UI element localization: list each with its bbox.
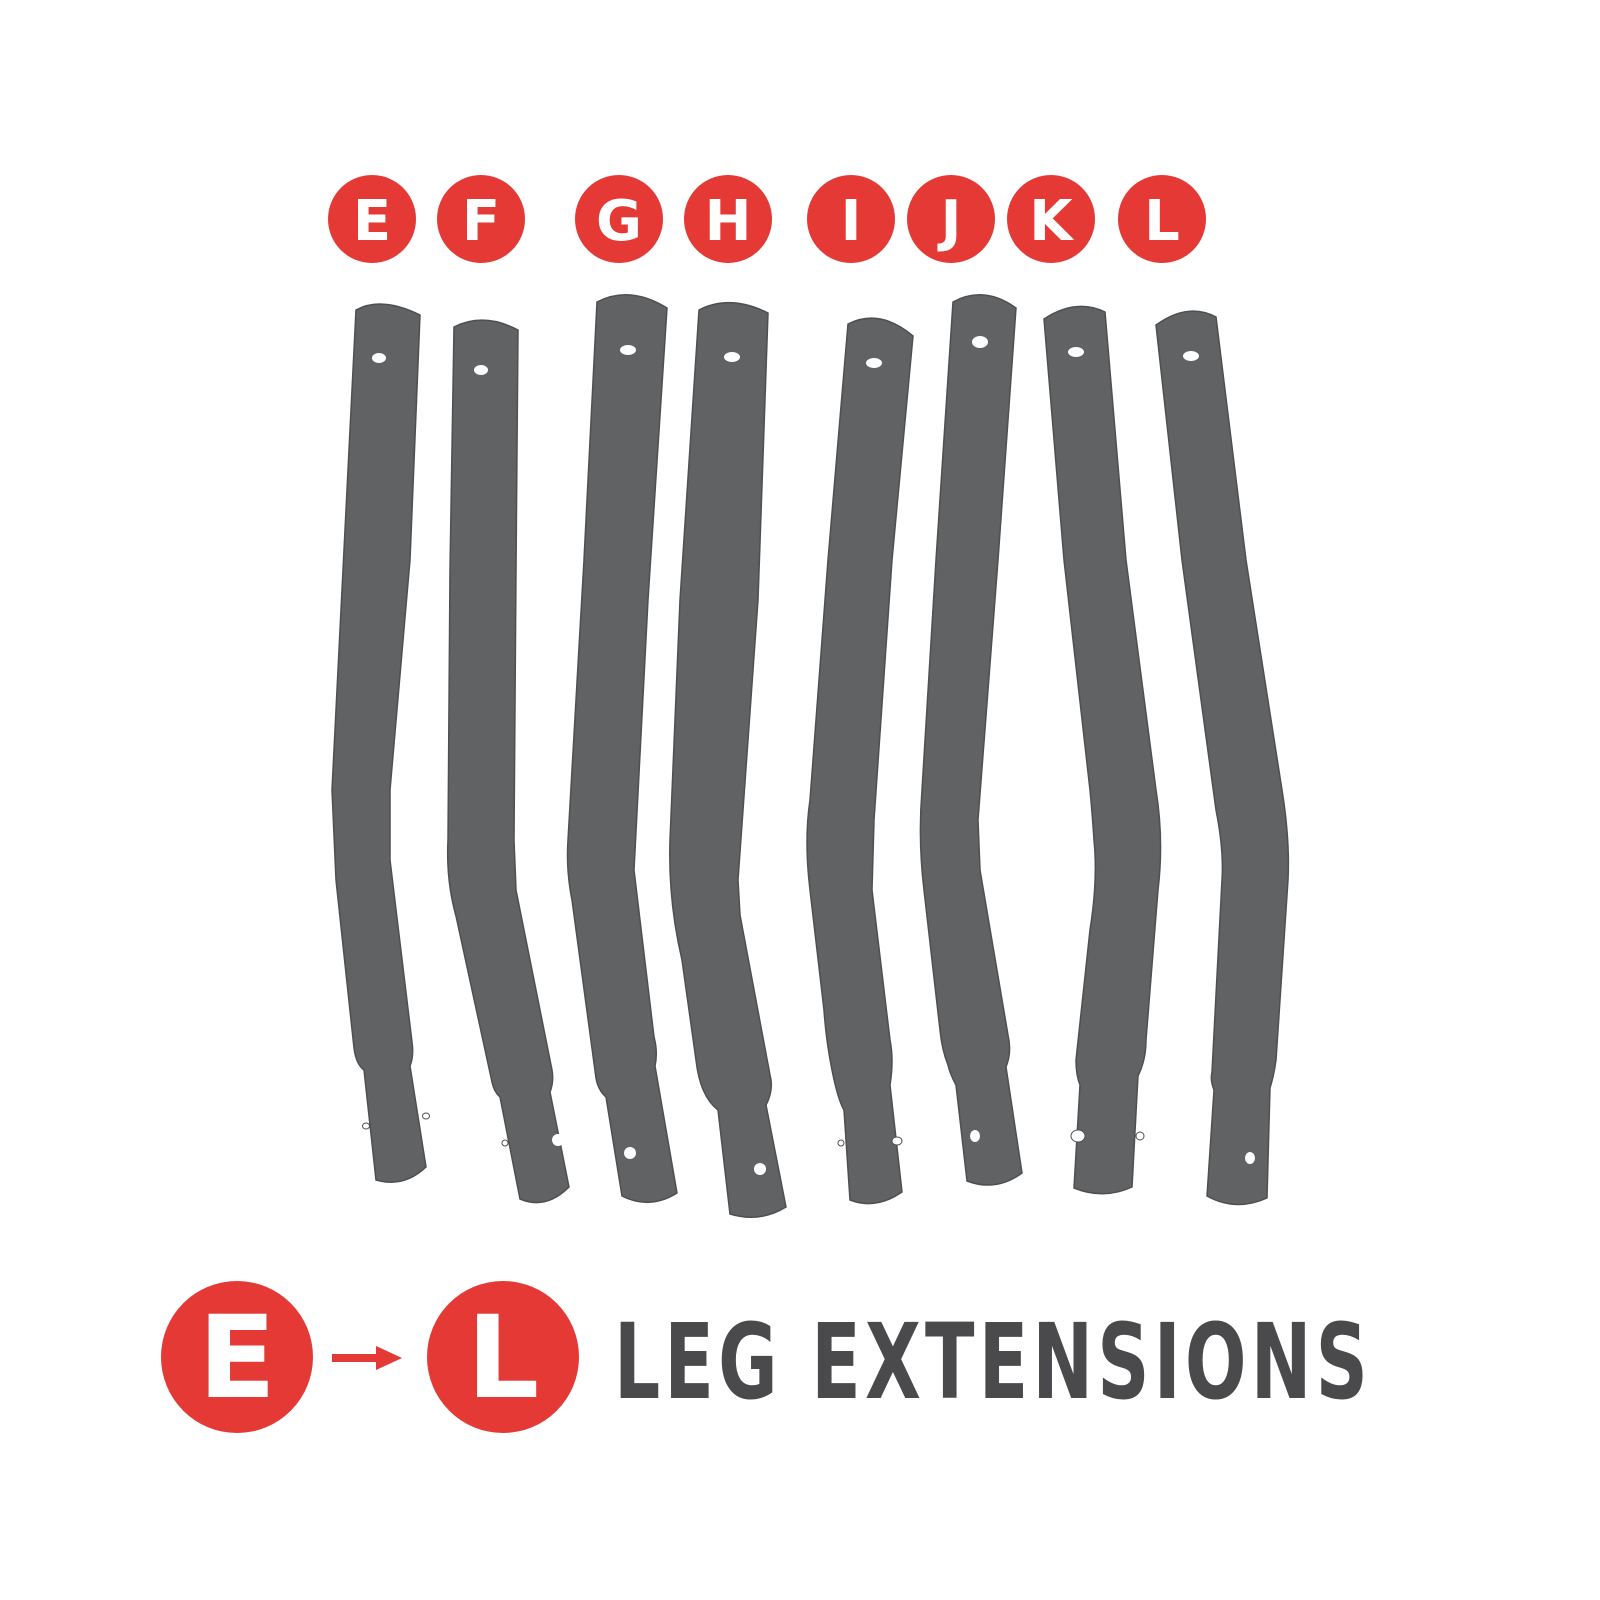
svg-text:E: E (353, 189, 391, 254)
legend-badge-from: E (161, 1281, 313, 1433)
svg-text:F: F (462, 189, 500, 254)
leg-extension-g (566, 294, 678, 1203)
svg-text:L: L (1144, 189, 1180, 254)
leg-extension-l (1155, 310, 1290, 1206)
leg-extension-h (669, 301, 787, 1218)
legend-badge-to: L (427, 1281, 579, 1433)
part-badge-l: L (1118, 175, 1206, 263)
part-badge-g: G (575, 175, 663, 263)
leg-extension-f (446, 319, 570, 1204)
svg-text:L: L (467, 1291, 540, 1424)
part-badge-k: K (1007, 175, 1095, 263)
legend-title: LEG EXTENSIONS (614, 1301, 1372, 1423)
part-badge-h: H (684, 175, 772, 263)
leg-extension-j (919, 294, 1023, 1186)
part-badge-f: F (437, 175, 525, 263)
leg-extension-e (331, 303, 430, 1183)
leg-tubes (331, 294, 1290, 1218)
legend: E L LEG EXTENSIONS (161, 1281, 1372, 1433)
part-badges: E F G H I J K L (328, 175, 1206, 263)
svg-text:H: H (705, 189, 752, 254)
svg-text:K: K (1029, 189, 1075, 254)
svg-text:G: G (596, 189, 642, 254)
svg-text:E: E (198, 1291, 276, 1424)
part-badge-e: E (328, 175, 416, 263)
svg-text:I: I (841, 189, 862, 254)
svg-text:J: J (937, 189, 962, 254)
part-badge-j: J (907, 175, 995, 263)
leg-extension-i (806, 317, 914, 1205)
leg-extension-k (1043, 305, 1162, 1195)
part-badge-i: I (807, 175, 895, 263)
right-arrow-icon (332, 1346, 402, 1370)
